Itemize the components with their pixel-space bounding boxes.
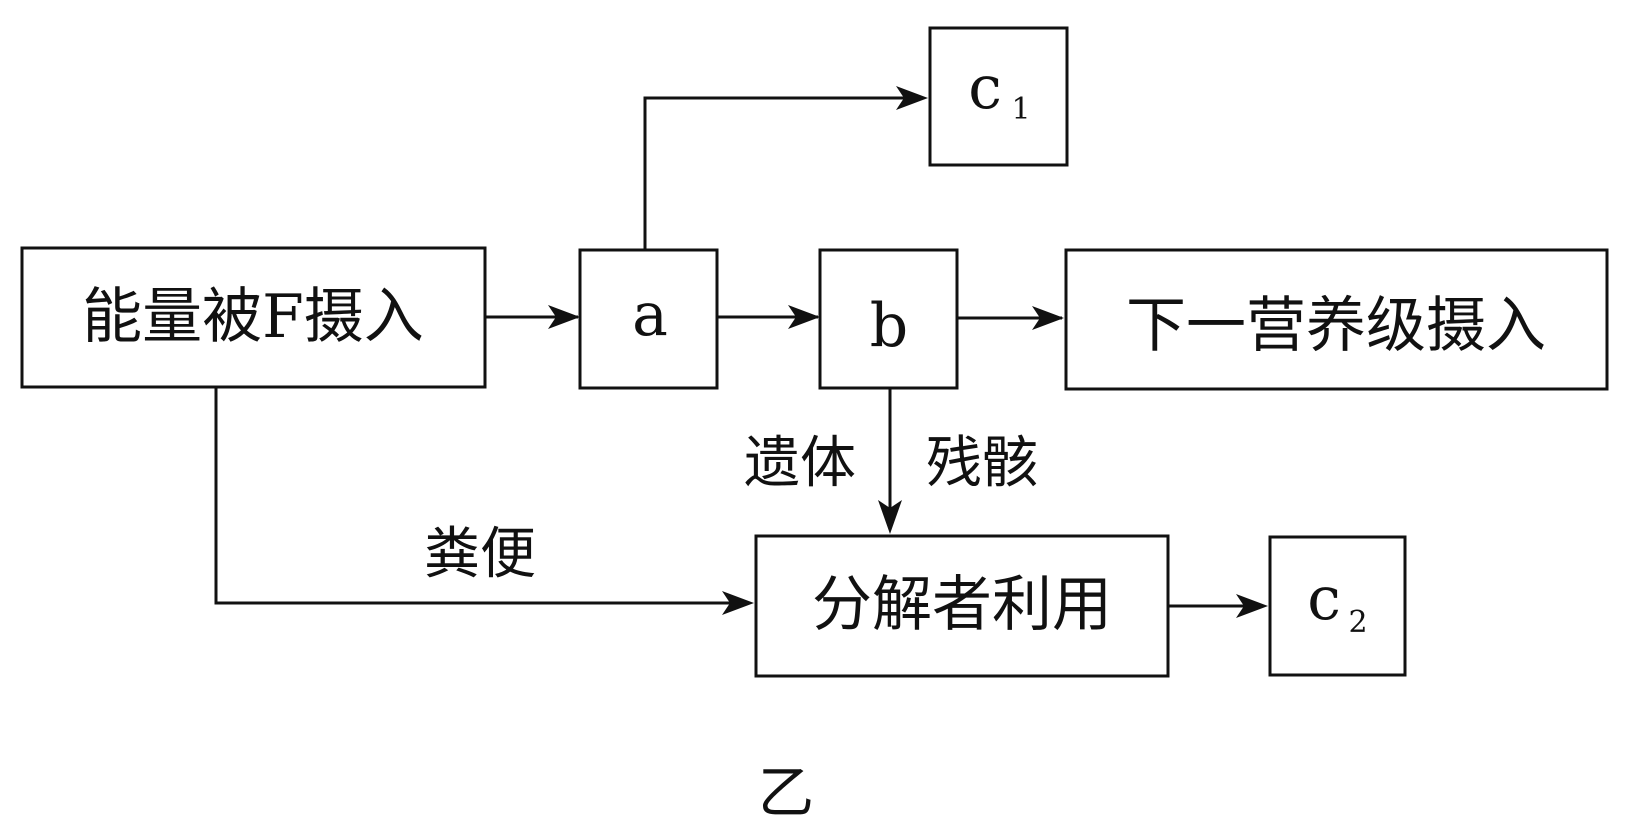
- node-subscript: 1: [1011, 92, 1030, 127]
- edge-b-to-decomposer: [878, 389, 902, 534]
- arrowhead-icon: [878, 500, 902, 534]
- node-c1: c 1: [928, 26, 1069, 167]
- edge-a-to-c1: [643, 86, 928, 249]
- node-b: b: [818, 248, 959, 390]
- node-decomposer: 分解者利用: [754, 534, 1170, 678]
- node-label: b: [870, 291, 908, 361]
- node-label: a: [632, 280, 668, 350]
- node-box: [928, 26, 1069, 167]
- arrowhead-icon: [788, 305, 820, 329]
- edge-b-to-next-level: [958, 306, 1064, 330]
- node-box: [1268, 535, 1407, 677]
- node-box: [818, 248, 959, 390]
- node-next-level: 下一营养级摄入: [1064, 248, 1609, 391]
- edge-a-to-b: [718, 305, 820, 329]
- edge-source-to-a: [486, 305, 580, 329]
- node-label: c: [1307, 564, 1341, 634]
- edge-decomposer-to-c2: [1169, 594, 1268, 618]
- arrowhead-icon: [548, 305, 580, 329]
- edge-label-remains-right: 残骸: [926, 431, 1038, 496]
- node-source: 能量被F摄入: [20, 246, 487, 389]
- node-label: 下一营养级摄入: [1126, 291, 1546, 361]
- edge-label-feces: 粪便: [424, 522, 536, 587]
- edge-label-remains-left: 遗体: [744, 431, 856, 496]
- node-c2: c 2: [1268, 535, 1407, 677]
- node-box: [1064, 248, 1609, 391]
- node-a: a: [578, 248, 719, 390]
- node-label: c: [968, 53, 1002, 123]
- node-box: [578, 248, 719, 390]
- node-box: [20, 246, 487, 389]
- node-box: [754, 534, 1170, 678]
- node-subscript: 2: [1348, 605, 1367, 640]
- arrowhead-icon: [722, 591, 754, 615]
- node-label: 分解者利用: [812, 570, 1112, 640]
- arrow-line: [214, 388, 750, 605]
- arrow-line: [643, 96, 924, 249]
- edge-source-to-decomposer: [214, 388, 754, 615]
- node-label: 能量被F摄入: [82, 282, 424, 352]
- arrowhead-icon: [1032, 306, 1064, 330]
- arrowhead-icon: [896, 86, 928, 110]
- arrowhead-icon: [1236, 594, 1268, 618]
- figure-caption: 乙: [758, 761, 814, 826]
